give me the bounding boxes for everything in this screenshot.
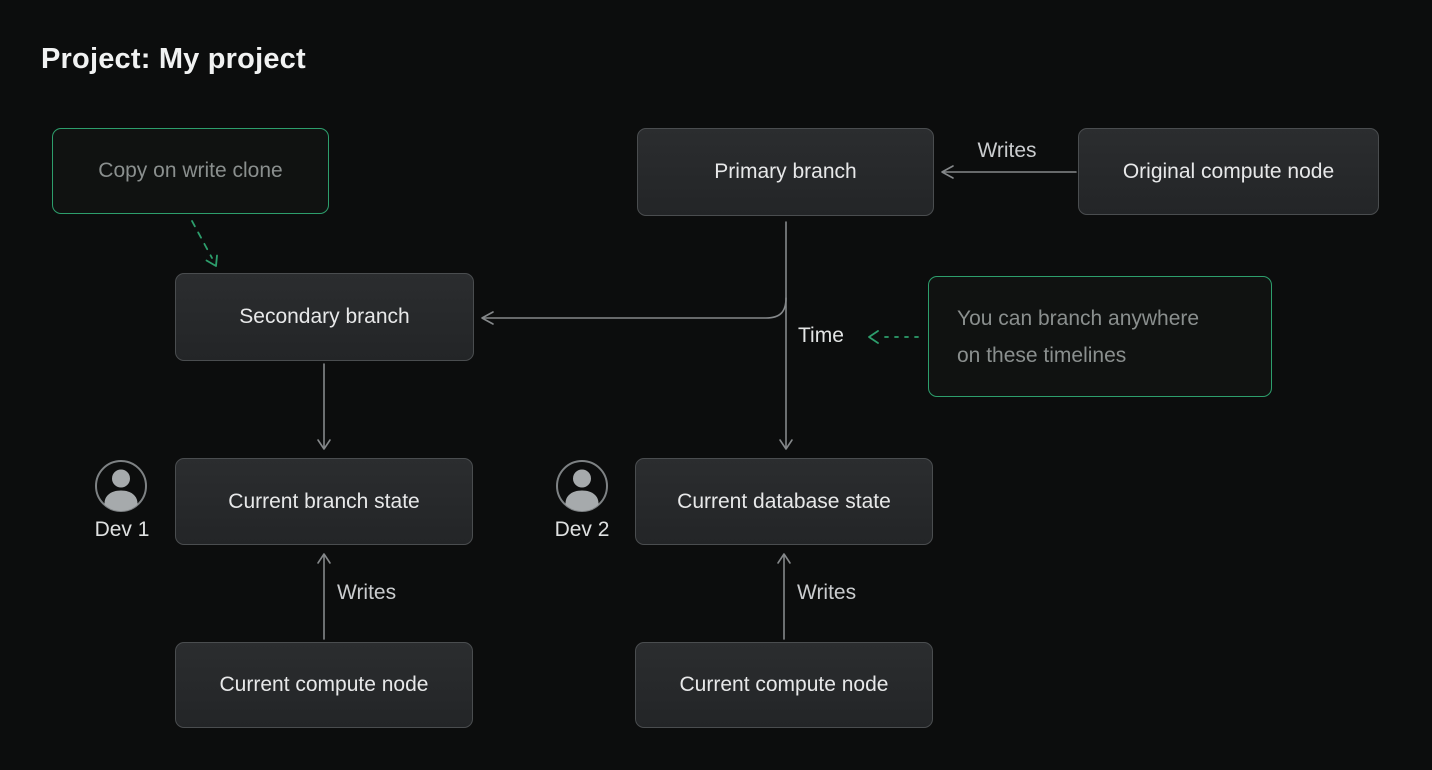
node-label: Secondary branch	[239, 305, 410, 328]
arrow-compute-right-writes	[777, 553, 791, 640]
edge-label-writes-right: Writes	[797, 581, 857, 604]
callout-branch-anywhere: You can branch anywhere on these timelin…	[928, 276, 1272, 397]
callout-copy-on-write-clone: Copy on write clone	[52, 128, 329, 214]
node-label: Current compute node	[679, 673, 889, 696]
edge-label-writes-left: Writes	[337, 581, 397, 604]
user-avatar-icon	[556, 460, 608, 512]
node-primary-branch: Primary branch	[637, 128, 934, 216]
node-label: Current compute node	[219, 673, 429, 696]
arrow-trunk-to-secondary-branch	[481, 297, 787, 325]
node-secondary-branch: Secondary branch	[175, 273, 474, 361]
node-label: Primary branch	[714, 160, 857, 183]
arrow-writes-top	[941, 165, 1077, 179]
dev1-label: Dev 1	[94, 518, 150, 541]
arrow-callout-to-time	[868, 330, 919, 344]
node-label: Current branch state	[228, 489, 420, 513]
arrow-secondary-to-branch-state	[317, 363, 331, 450]
arrow-compute-left-writes	[317, 553, 331, 640]
arrow-primary-to-database-state	[779, 221, 793, 450]
node-current-compute-node-left: Current compute node	[175, 642, 473, 728]
page-title: Project: My project	[41, 43, 306, 75]
edge-label-writes-top: Writes	[977, 139, 1037, 162]
user-avatar-icon	[95, 460, 147, 512]
node-label: Current database state	[677, 489, 891, 513]
callout-label: Copy on write clone	[98, 159, 283, 182]
node-current-compute-node-right: Current compute node	[635, 642, 933, 728]
node-current-database-state: Current database state	[635, 458, 933, 545]
node-label: Original compute node	[1122, 159, 1335, 183]
node-current-branch-state: Current branch state	[175, 458, 473, 545]
edge-label-time: Time	[798, 324, 844, 347]
node-original-compute-node: Original compute node	[1078, 128, 1379, 215]
callout-line: You can branch anywhere	[957, 306, 1200, 330]
callout-line: on these timelines	[957, 343, 1127, 367]
dev2-label: Dev 2	[554, 518, 610, 541]
arrow-copy-on-write-clone	[191, 220, 218, 267]
